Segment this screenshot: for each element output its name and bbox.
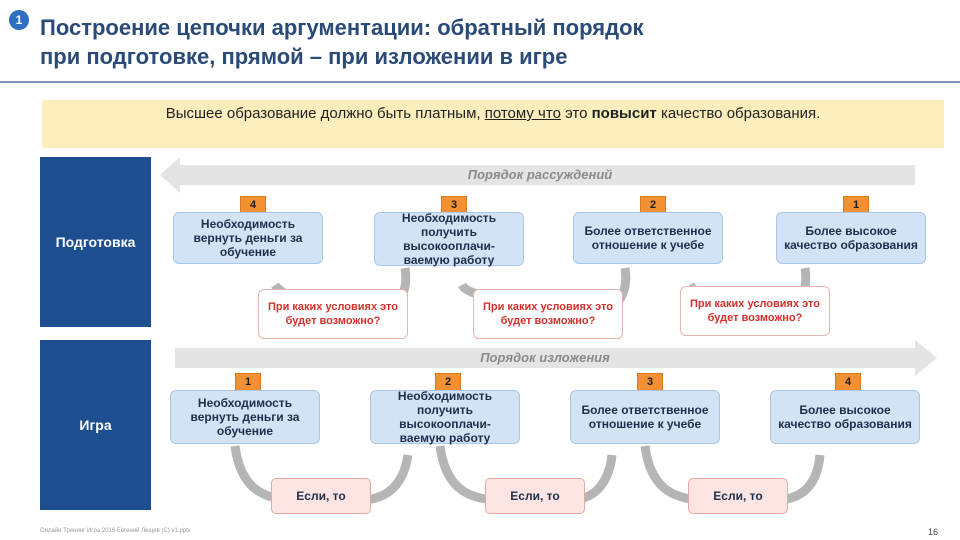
- reasoning-order-arrow: [175, 165, 915, 185]
- game-step-number: 3: [637, 373, 663, 391]
- prep-step-box: Более ответственное отношение к учебе: [573, 212, 723, 264]
- thesis-bold: повысит: [591, 105, 657, 122]
- prep-step-box: Более высокое качество образования: [776, 212, 926, 264]
- if-then-label: Если, то: [485, 478, 585, 514]
- presentation-order-arrow: [175, 348, 915, 368]
- presentation-order-label: Порядок изложения: [480, 350, 610, 365]
- game-step-box: Более высокое качество образования: [770, 390, 920, 444]
- slide-title: Построение цепочки аргументации: обратны…: [40, 13, 940, 71]
- slide-number-badge: 1: [9, 10, 29, 30]
- if-then-label: Если, то: [688, 478, 788, 514]
- game-step-number: 2: [435, 373, 461, 391]
- question-callout: При каких условиях это будет возможно?: [473, 289, 623, 339]
- footer-text: Онлайн Тренинг Игра 2016 Евгений Лещев (…: [40, 528, 191, 534]
- title-divider: [0, 81, 960, 83]
- game-step-box: Более ответственное отношение к учебе: [570, 390, 720, 444]
- prep-step-box: Необходимость получить высокооплачи-ваем…: [374, 211, 524, 267]
- thesis-part-1: Высшее образование должно быть платным,: [165, 105, 485, 122]
- thesis-banner: Высшее образование должно быть платным, …: [42, 100, 944, 148]
- title-line-2: при подготовке, прямой – при изложении в…: [40, 44, 568, 69]
- page-number: 16: [928, 527, 939, 537]
- thesis-part-2: это: [560, 105, 592, 122]
- prep-step-box: Необходимость вернуть деньги за обучение: [173, 212, 323, 264]
- title-line-1: Построение цепочки аргументации: обратны…: [40, 15, 644, 40]
- thesis-part-3: качество образования.: [656, 105, 821, 122]
- game-step-box: Необходимость получить высокооплачи-ваем…: [370, 389, 520, 445]
- game-step-number: 4: [835, 373, 861, 391]
- if-then-label: Если, то: [271, 478, 371, 514]
- game-step-number: 1: [235, 373, 261, 391]
- presentation-arrow-head: [915, 340, 937, 376]
- thesis-underlined: потому что: [484, 105, 561, 122]
- preparation-label: Подготовка: [40, 157, 151, 327]
- question-callout: При каких условиях это будет возможно?: [258, 289, 408, 339]
- reasoning-order-label: Порядок рассуждений: [467, 167, 613, 182]
- game-step-box: Необходимость вернуть деньги за обучение: [170, 390, 320, 444]
- game-label: Игра: [40, 340, 151, 510]
- question-callout: При каких условиях это будет возможно?: [680, 286, 830, 336]
